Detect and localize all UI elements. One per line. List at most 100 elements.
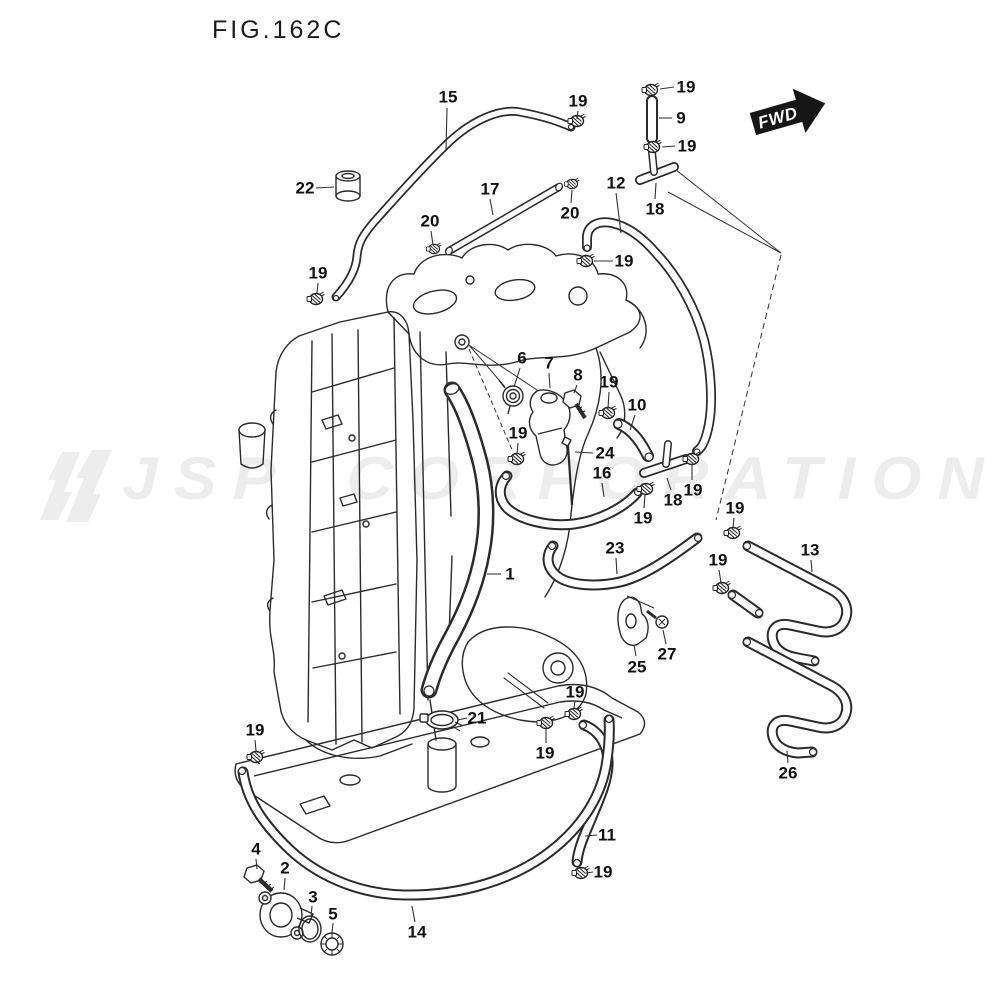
part-label-27: 27 xyxy=(657,644,677,664)
part-label-2: 2 xyxy=(280,858,290,878)
part-label-1: 1 xyxy=(505,564,515,584)
leader-line-14 xyxy=(411,905,416,923)
clamp-19-icon xyxy=(712,580,732,595)
clamp-20-icon xyxy=(425,242,442,255)
leader-line-18 xyxy=(666,477,672,491)
leader-line-19 xyxy=(576,110,579,120)
part-label-13: 13 xyxy=(800,540,820,560)
leader-line-13 xyxy=(810,559,813,573)
part-label-19: 19 xyxy=(708,550,728,570)
hoses xyxy=(237,95,853,901)
pipe-17 xyxy=(445,182,563,256)
part-label-19: 19 xyxy=(614,251,634,271)
part-label-19: 19 xyxy=(599,372,619,392)
fwd-arrow: FWD xyxy=(749,89,826,135)
leader-line-5 xyxy=(331,922,334,934)
part-label-19: 19 xyxy=(245,720,265,740)
leader-line-12 xyxy=(615,192,622,234)
hose-13 xyxy=(742,540,853,667)
leader-line-19 xyxy=(607,391,610,409)
part-label-19: 19 xyxy=(593,862,613,882)
leader-line-18 xyxy=(654,182,657,200)
hose-14 xyxy=(237,714,615,901)
leader-line-24 xyxy=(574,451,594,454)
hose-15 xyxy=(331,106,576,302)
part-label-6: 6 xyxy=(517,348,527,368)
part-label-20: 20 xyxy=(560,203,580,223)
hose-end-openings xyxy=(237,123,820,868)
part-label-19: 19 xyxy=(308,263,328,283)
part-label-10: 10 xyxy=(627,395,647,415)
leader-line-19 xyxy=(316,282,319,294)
leader-line-20 xyxy=(570,189,573,204)
leader-line-17 xyxy=(489,198,494,216)
part-label-7: 7 xyxy=(544,353,554,373)
part-label-11: 11 xyxy=(598,825,616,845)
part-label-19: 19 xyxy=(535,743,555,763)
leader-line-19 xyxy=(661,145,676,148)
clamp-21 xyxy=(419,710,464,732)
t-fitting-18-upper xyxy=(635,148,679,185)
part-label-25: 25 xyxy=(627,657,647,677)
part-label-24: 24 xyxy=(595,443,615,463)
part-label-18: 18 xyxy=(663,490,683,510)
leader-line-19 xyxy=(573,700,576,710)
leader-line-19 xyxy=(516,442,519,455)
part-label-19: 19 xyxy=(633,508,653,528)
t-fitting-18-lower xyxy=(639,440,691,478)
clamp-19-icon xyxy=(643,139,663,154)
leader-line-8 xyxy=(573,384,578,394)
part-label-20: 20 xyxy=(420,211,440,231)
leader-line-19 xyxy=(659,86,675,90)
part-label-9: 9 xyxy=(676,108,686,128)
leader-line-22 xyxy=(315,186,335,189)
leader-line-19 xyxy=(643,493,646,509)
part-label-23: 23 xyxy=(605,538,625,558)
leader-line-7 xyxy=(548,372,551,389)
bracket-25 xyxy=(617,595,655,646)
part-label-19: 19 xyxy=(508,423,528,443)
leader-line-6 xyxy=(513,367,521,388)
part-label-12: 12 xyxy=(606,173,626,193)
part-label-14: 14 xyxy=(407,922,427,942)
leader-line-2 xyxy=(283,877,286,891)
part-label-19: 19 xyxy=(568,91,588,111)
part-label-17: 17 xyxy=(480,179,500,199)
bolt-4 xyxy=(243,864,275,893)
leader-line-26 xyxy=(786,750,789,764)
o-ring-3 xyxy=(298,915,322,943)
hose-stub xyxy=(727,589,764,619)
screw-27 xyxy=(646,609,669,629)
clamp-19-icon xyxy=(641,82,661,97)
leader-line-19 xyxy=(732,517,735,529)
part-label-22: 22 xyxy=(295,178,315,198)
leader-line-4 xyxy=(255,858,258,870)
cover-2 xyxy=(258,891,314,940)
hose-16 xyxy=(494,470,643,531)
leader-line-25 xyxy=(633,644,637,657)
leader-line-20 xyxy=(430,230,434,246)
part-label-26: 26 xyxy=(778,763,798,783)
clamp-19-icon xyxy=(306,291,326,306)
part-label-15: 15 xyxy=(438,87,458,107)
leader-line-19 xyxy=(585,871,594,874)
hose-26 xyxy=(742,636,853,759)
grommet-22 xyxy=(335,170,361,202)
part-label-16: 16 xyxy=(592,463,612,483)
leader-line-19 xyxy=(718,569,722,584)
hose-10 xyxy=(613,418,654,462)
small-parts xyxy=(243,170,669,956)
leader-line-15 xyxy=(445,107,448,151)
part-label-19: 19 xyxy=(676,77,696,97)
hose-23 xyxy=(542,532,703,591)
leader-line-21 xyxy=(457,717,468,721)
part-label-8: 8 xyxy=(573,365,583,385)
bolt-8 xyxy=(562,389,587,420)
leader-line-16 xyxy=(601,482,605,498)
pointer-lines xyxy=(468,165,782,521)
thermostat-6 xyxy=(498,379,524,415)
leader-line-3 xyxy=(310,905,313,918)
figure-title: FIG.162C xyxy=(212,16,345,44)
part-label-21: 21 xyxy=(467,708,487,728)
